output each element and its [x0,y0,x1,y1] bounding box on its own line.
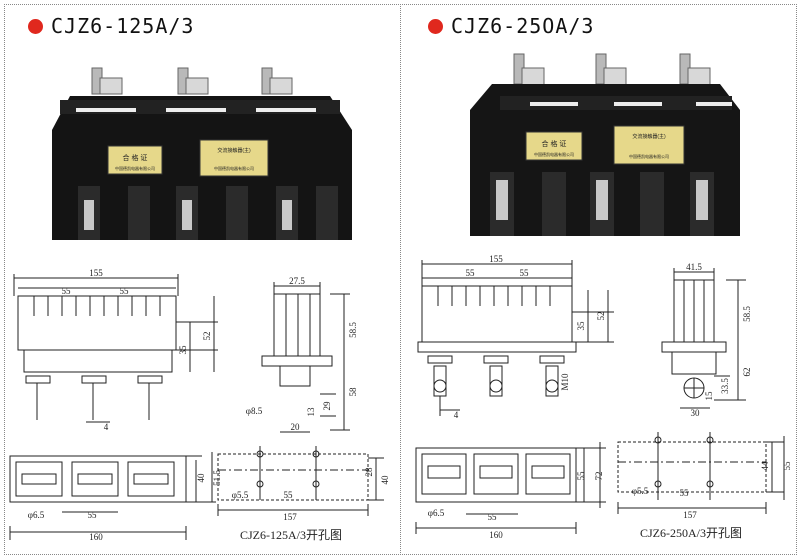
dim-front-pitch2: 55 [520,268,530,278]
nameplate-title: 交流接触器(主) [217,147,251,154]
nameplate-company: 中国德凯电器有限公司 [214,165,254,171]
dim-side-hole: φ8.5 [246,406,263,416]
dim-mount-hole: φ5.5 [632,486,649,496]
dim-mount-h2: 40 [380,475,390,485]
dim-plan-height: 40 [196,473,206,483]
dim-plan-total: 51.5 [212,470,222,486]
certificate-label: 合 格 证 [542,139,567,148]
title-row-250a: CJZ6-25OA/3 [428,14,594,38]
panel-cjz6-125a: CJZ6-125A/3 [0,0,400,559]
dim-side-top: 41.5 [686,262,702,272]
dim-front-pitch1: 55 [466,268,476,278]
dim-mount-h1: 44 [760,461,770,471]
dim-front-h1: 35 [178,345,188,355]
panel-divider [400,4,401,555]
dim-mount-length: 157 [683,510,697,520]
plan-view-drawing [9,452,216,540]
dim-side-h4: 13 [306,407,316,417]
dim-side-bottom: 20 [291,422,301,432]
mounting-hole-drawing [217,446,384,516]
dim-front-h1: 35 [576,321,586,331]
plan-view-drawing [415,442,606,534]
dim-side-h1: 58.5 [348,322,358,338]
cutout-caption: CJZ6-125A/3开孔图 [240,528,343,542]
panel-cjz6-250a: CJZ6-25OA/3 合 格 证 中国德凯电器有限公司 [400,0,800,559]
dim-front-pin: 4 [454,410,459,420]
dim-mount-pitch: 55 [284,490,294,500]
nameplate-title: 交流接触器(主) [632,133,666,140]
dim-mount-pitch: 55 [680,488,690,498]
dim-side-h2: 62 [742,368,752,377]
side-view-drawing [261,282,350,433]
title-row-125a: CJZ6-125A/3 [28,14,194,38]
front-view-drawing [417,260,614,416]
dim-front-width: 155 [489,254,503,264]
dim-plan-hole: φ6.5 [428,508,445,518]
dim-front-h2: 52 [596,312,606,321]
dim-front-pitch2: 55 [120,286,130,296]
dim-plan-hole: φ6.5 [28,510,45,520]
mounting-hole-drawing [617,432,785,514]
dim-front-width: 155 [89,268,103,278]
dim-plan-h1: 55 [576,471,586,481]
dim-mount-hole: φ5.5 [232,490,249,500]
cutout-caption: CJZ6-250A/3开孔图 [640,526,743,540]
front-view-drawing [13,274,218,423]
dim-front-pitch1: 55 [62,286,72,296]
red-bullet-icon [428,18,443,34]
side-view-drawing [661,268,746,409]
drawing-250a: 合 格 证 中国德凯电器有限公司 交流接触器(主) 中国德凯电器有限公司 155… [415,53,792,540]
dim-front-pin: 4 [104,422,109,432]
product-title: CJZ6-125A/3 [51,14,195,38]
dim-side-h3: 33.5 [720,378,730,394]
dim-side-top: 27.5 [289,276,305,286]
dim-plan-length: 160 [489,530,503,540]
certificate-label: 合 格 证 [123,153,148,162]
dim-plan-pitch: 55 [88,510,98,520]
red-bullet-icon [28,18,43,34]
dim-side-h1: 58.5 [742,306,752,322]
dim-side-h2: 58 [348,387,358,397]
dim-plan-h2: 72 [594,472,604,481]
certificate-company: 中国德凯电器有限公司 [115,165,155,171]
drawing-125a: 合 格 证 中国德凯电器有限公司 交流接触器(主) 中国德凯电器有限公司 155… [9,67,390,542]
product-photo: 合 格 证 中国德凯电器有限公司 交流接触器(主) 中国德凯电器有限公司 [470,53,740,236]
dim-plan-length: 160 [89,532,103,542]
nameplate-company: 中国德凯电器有限公司 [629,153,669,159]
product-title: CJZ6-25OA/3 [451,14,595,38]
dim-side-h3: 29 [322,401,332,411]
dim-mount-h2: 55 [782,461,792,471]
product-photo: 合 格 证 中国德凯电器有限公司 交流接触器(主) 中国德凯电器有限公司 [52,67,352,240]
dim-side-h4: 15 [704,391,714,401]
dim-front-bolt: M10 [560,373,570,391]
dim-plan-pitch: 55 [488,512,498,522]
certificate-company: 中国德凯电器有限公司 [534,151,574,157]
dim-side-bottom: 30 [691,408,701,418]
dim-front-h2: 52 [202,332,212,341]
dim-mount-length: 157 [283,512,297,522]
dim-mount-h1: 28 [364,467,374,477]
